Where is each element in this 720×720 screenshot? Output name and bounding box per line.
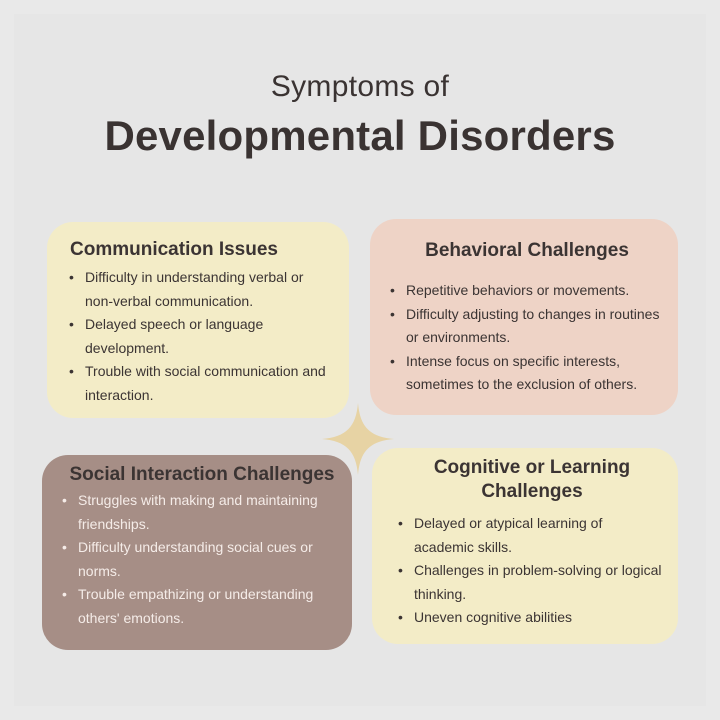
list-item: • Uneven cognitive abilities — [398, 606, 666, 630]
list-item: • Struggles with making and maintaining f… — [62, 489, 342, 536]
list-item-text: Struggles with making and maintaining fr… — [78, 492, 318, 532]
card-behavioral-challenges: Behavioral Challenges • Repetitive behavi… — [370, 219, 678, 415]
list-item: • Repetitive behaviors or movements. — [390, 279, 664, 303]
list-item: • Difficulty understanding social cues or… — [62, 536, 342, 583]
bullet-icon: • — [62, 539, 67, 555]
list-item-text: Difficulty understanding social cues or … — [78, 539, 313, 579]
bullet-icon: • — [398, 515, 403, 531]
list-item-text: Trouble with social communication and in… — [85, 363, 326, 403]
list-item: • Delayed speech or language development. — [69, 313, 335, 360]
card-title: Behavioral Challenges — [425, 240, 629, 261]
card-title: Communication Issues — [70, 239, 278, 260]
symptom-list: • Repetitive behaviors or movements. • Dif… — [390, 279, 664, 397]
list-item-text: Intense focus on specific interests, som… — [406, 352, 638, 393]
card-communication-issues: Communication Issues • Difficulty in unde… — [47, 222, 349, 418]
list-item-text: Difficulty adjusting to changes in routi… — [406, 305, 660, 346]
bullet-icon: • — [69, 363, 74, 379]
list-item: • Delayed or atypical learning of academi… — [398, 512, 666, 559]
bullet-icon: • — [390, 282, 395, 298]
list-item-text: Uneven cognitive abilities — [414, 609, 572, 625]
list-item: • Intense focus on specific interests, so… — [390, 350, 664, 397]
list-item-text: Delayed speech or language development. — [85, 316, 264, 356]
symptom-list: • Struggles with making and maintaining f… — [62, 489, 342, 630]
bullet-icon: • — [398, 562, 403, 578]
card-title: Social Interaction Challenges — [69, 464, 335, 485]
list-item-text: Trouble empathizing or understanding oth… — [78, 586, 314, 626]
bullet-icon: • — [390, 352, 395, 369]
sparkle-star-icon — [322, 403, 394, 475]
card-title: Cognitive or Learning Challenges — [433, 457, 631, 502]
list-item-text: Challenges in problem-solving or logical… — [414, 562, 662, 602]
list-item-text: Repetitive behaviors or movements. — [406, 282, 630, 298]
bullet-icon: • — [398, 609, 403, 625]
list-item: • Trouble empathizing or understanding ot… — [62, 583, 342, 630]
infographic-title: Developmental Disorders — [104, 112, 616, 159]
list-item: • Trouble with social communication and i… — [69, 360, 335, 407]
bullet-icon: • — [69, 269, 74, 285]
list-item: • Difficulty adjusting to changes in rout… — [390, 303, 664, 350]
list-item-text: Delayed or atypical learning of academic… — [414, 515, 603, 555]
bullet-icon: • — [62, 492, 67, 508]
bullet-icon: • — [390, 305, 395, 322]
bullet-icon: • — [62, 586, 67, 602]
symptom-list: • Delayed or atypical learning of academi… — [398, 512, 666, 630]
list-item: • Challenges in problem-solving or logica… — [398, 559, 666, 606]
bullet-icon: • — [69, 316, 74, 332]
card-cognitive-learning-challenges: Cognitive or Learning Challenges • Delaye… — [372, 448, 678, 644]
symptom-list: • Difficulty in understanding verbal or n… — [69, 266, 335, 407]
list-item: • Difficulty in understanding verbal or n… — [69, 266, 335, 313]
card-social-interaction-challenges: Social Interaction Challenges • Struggles… — [42, 455, 352, 650]
list-item-text: Difficulty in understanding verbal or no… — [85, 269, 304, 309]
infographic-subtitle: Symptoms of — [270, 70, 450, 103]
